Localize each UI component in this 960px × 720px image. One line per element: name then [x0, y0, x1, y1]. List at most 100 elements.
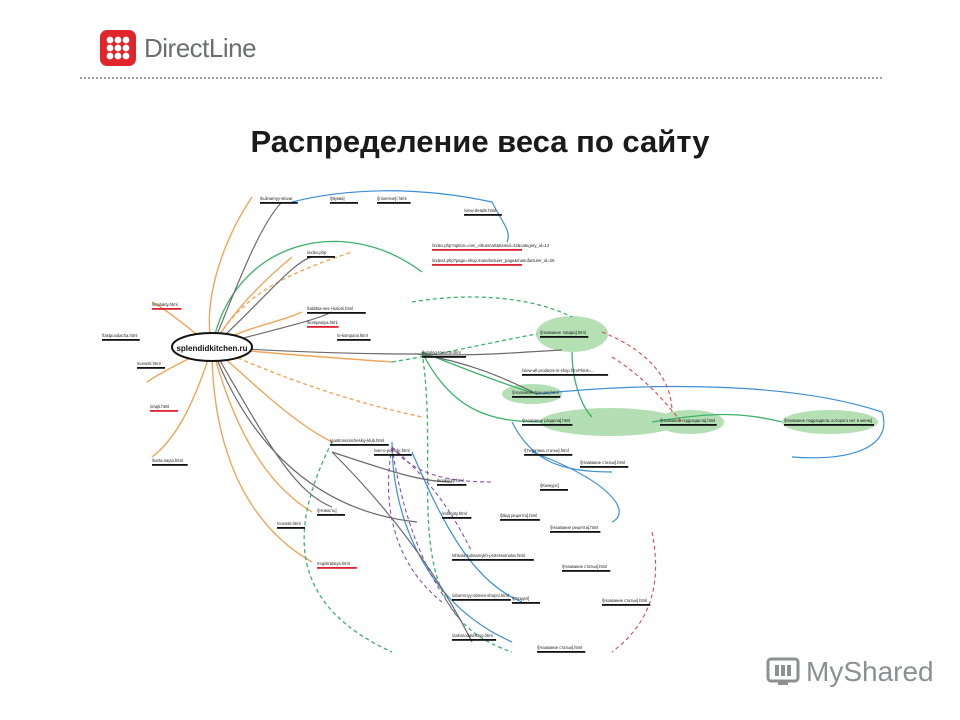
diagram-node-label: /orajti.html [150, 404, 169, 409]
diagram-node-label: /[Название товара].html [540, 330, 586, 335]
diagram-node-label: /fastpoodacha.html [102, 333, 137, 338]
diagram-node-bar [317, 567, 357, 569]
diagram-node: /view-details.html [464, 208, 502, 216]
diagram-node-label: /katalog-tovarov.html [422, 350, 461, 355]
myshared-logo: MyShared [766, 656, 934, 688]
diagram-node: /gastronomicheskiy-klub.html [330, 438, 389, 446]
grey-links [211, 201, 563, 643]
diagram-node-bar [550, 531, 601, 533]
diagram-node-label: /kontakty.html [152, 302, 178, 307]
header-divider [80, 77, 882, 79]
diagram-node-label: /retsepty.html [442, 511, 467, 516]
diagram-node-bar [432, 264, 522, 266]
diagram-node-label: /konkursy.html [437, 478, 464, 483]
diagram-node-bar [422, 356, 467, 358]
diagram-node-label: /vse-o-posude.html [374, 448, 410, 453]
diagram-node-bar [512, 396, 561, 398]
diagram-node: /shkola-kulinarnykh-professionalov.html [452, 553, 534, 561]
diagram-node-bar [137, 367, 165, 369]
diagram-node-bar [152, 308, 182, 310]
blue-links [291, 190, 885, 643]
diagram-node: /[Название статьи].html [537, 645, 586, 653]
diagram-node: /vse-o-posude.html [374, 448, 412, 456]
diagram-node-bar [602, 604, 651, 606]
diagram-node-bar [374, 454, 412, 456]
diagram-node-label: /[Название статьи].html [537, 645, 582, 650]
diagram-node: /[Новость] [317, 508, 345, 516]
diagram-node-label: /kulinarnyy-slovar [260, 196, 293, 201]
diagram-node: /index.php?option=com_virtuemart&Itemid=… [432, 243, 550, 251]
diagram-node-label: /[Новость] [317, 508, 337, 513]
diagram-node: /view-all-products-in-shop.html?limit=..… [522, 368, 609, 376]
diagram-nodes: /kulinarnyy-slovar/[Буква]/[понятие]/.ht… [102, 196, 874, 653]
diagram-node: /[Тематика статьи].html [524, 448, 573, 456]
diagram-node-bar [307, 256, 335, 258]
highlight-blobs [502, 316, 878, 436]
diagram-node-bar [464, 214, 502, 216]
diagram-node-bar [102, 339, 140, 341]
diagram-node-label: /uborrnnyy-obmen-shopni.html [452, 593, 509, 598]
green-links [211, 240, 783, 653]
diagram-node-label: /[Конкурс] [540, 483, 559, 488]
diagram-node-label: /kompaniya.html [307, 320, 338, 325]
diagram-node-label: /[Название статьи].html [602, 598, 647, 603]
diagram-node-label: /[Название раздела].html [522, 418, 570, 423]
diagram-node-label: /karta-sayta.html [152, 458, 183, 463]
diagram-node: /[Название товара].html [540, 330, 589, 338]
diagram-node: /kontakty.html [152, 302, 182, 310]
diagram-node-label: /[Раздел] [512, 596, 529, 601]
diagram-node-bar [522, 374, 609, 376]
diagram-node: /konkursy.html [437, 478, 467, 486]
diagram-node-label: /index2.php?page=shop.manufacturer_page&… [432, 258, 555, 263]
diagram-node-bar [580, 466, 629, 468]
diagram-node-label: /tablitsa-ves-i-kalorii.html [307, 306, 353, 311]
diagram-node-label: /[понятие]/.html [377, 196, 407, 201]
diagram-node: /[Конкурс] [540, 483, 568, 491]
diagram-node: /karta-sayta.html [152, 458, 188, 466]
diagram-node: /registratsiya.html [317, 561, 357, 569]
diagram-node: /[Название подраздела].html [660, 418, 717, 426]
diagram-node-bar [317, 514, 345, 516]
diagram-node: /o-kompanii.html [337, 333, 371, 341]
diagram-node: /fastpoodacha.html [102, 333, 140, 341]
diagram-node-label: /[Название подраздела].html [660, 418, 715, 423]
diagram-node: /kulinarnyy-slovar [260, 196, 298, 204]
directline-logo: DirectLine [100, 30, 257, 66]
diagram-node-label: /index.php?option=com_virtuemart&Itemid=… [432, 243, 550, 248]
diagram-node-label: /[Название бренда].html [512, 390, 559, 395]
diagram-node: /[Название статьи].html [580, 460, 629, 468]
diagram-node-label: /[Название статьи].html [562, 564, 607, 569]
diagram-node-label: /[Тематика статьи].html [524, 448, 569, 453]
diagram-node: /[Название подраздела, которого нет в ме… [784, 418, 874, 426]
diagram-node-bar [442, 517, 472, 519]
diagram-node: /novosti.html [277, 521, 305, 529]
diagram-node: /index.php [307, 250, 335, 258]
directline-logo-text: DirectLine [144, 32, 257, 63]
diagram-node-label: /view-all-products-in-shop.html?limit=..… [522, 368, 595, 373]
diagram-node-label: /shkola-kulinarnykh-professionalov.html [452, 553, 525, 558]
hub-label: splendidkitchen.ru [176, 344, 247, 353]
red-links [601, 331, 683, 653]
diagram-node-bar [330, 202, 358, 204]
diagram-node: /[Раздел] [512, 596, 540, 604]
diagram-node-bar [512, 602, 540, 604]
diagram-node-bar [524, 454, 573, 456]
diagram-node-bar [437, 484, 467, 486]
diagram-node-label: /novosti.html [137, 361, 161, 366]
diagram-node: /novosti.html [137, 361, 165, 369]
diagram-node-label: /novosti.html [277, 521, 301, 526]
diagram-node-label: /[Вид рецепта].html [500, 513, 537, 518]
site-weight-diagram: splendidkitchen.ru /kulinarnyy-slovar/[Б… [102, 190, 885, 653]
diagram-node-bar [307, 312, 366, 314]
diagram-node: /retsepty.html [442, 511, 472, 519]
diagram-node: /index2.php?page=shop.manufacturer_page&… [432, 258, 555, 266]
diagram-node-bar [452, 599, 511, 601]
diagram-node: /orajti.html [150, 404, 178, 412]
slide-title: Распределение веса по сайту [250, 124, 710, 159]
myshared-logo-icon [766, 657, 800, 685]
diagram-node: /zakonodatelstvo.html [452, 633, 497, 641]
diagram-node-bar [337, 339, 371, 341]
diagram-node-bar [150, 410, 178, 412]
diagram-node: /tablitsa-ves-i-kalorii.html [307, 306, 366, 314]
directline-logo-icon [100, 30, 136, 66]
